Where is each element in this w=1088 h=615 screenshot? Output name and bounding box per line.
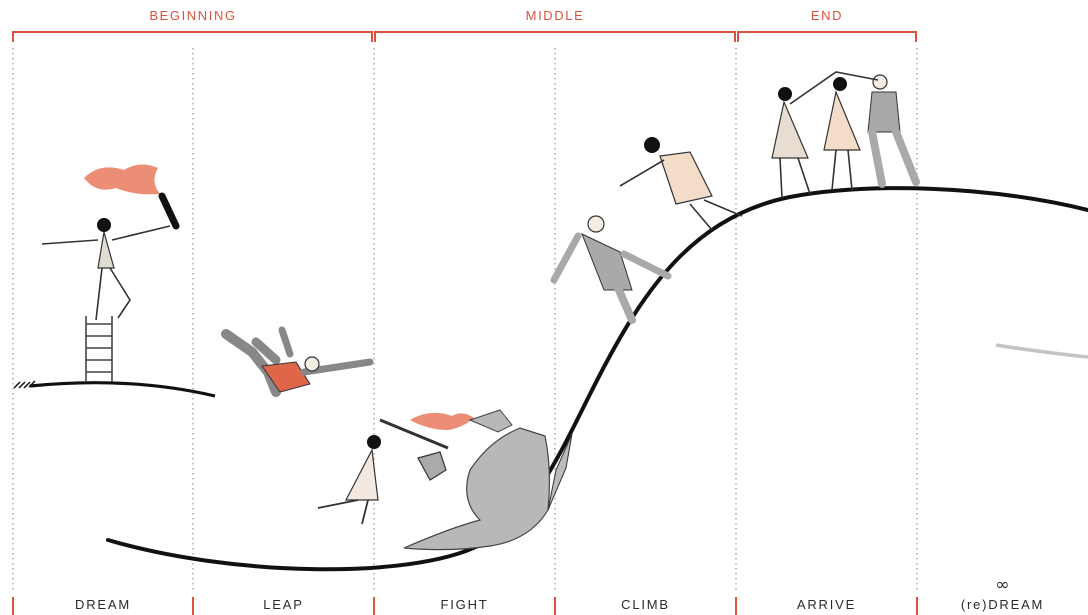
dragon-fire-icon (410, 412, 474, 430)
arrive-figure-illustration (771, 71, 920, 199)
column-guides (12, 48, 918, 593)
bracket-end (737, 31, 917, 42)
story-arc-curve (106, 186, 1088, 572)
stage-label-climb: CLIMB (621, 597, 670, 612)
stage-label-redream: (re)DREAM (960, 597, 1045, 612)
dream-figure-illustration (41, 164, 180, 382)
climb-figure-illustration (550, 137, 743, 324)
bracket-beginning (12, 31, 373, 42)
dream-hill-curve (29, 381, 216, 398)
hatch-marks (13, 380, 36, 389)
stage-label-fight: FIGHT (440, 597, 489, 612)
stage-label-arrive: ARRIVE (796, 597, 857, 612)
phase-label-beginning: BEGINNING (149, 8, 237, 23)
stage-label-leap: LEAP (263, 597, 304, 612)
phase-label-middle: MIDDLE (525, 8, 585, 23)
dragon-icon (403, 427, 551, 551)
phase-brackets (12, 31, 917, 42)
infinity-icon: ∞ (995, 575, 1010, 595)
bracket-middle (374, 31, 736, 42)
phase-label-end: END (810, 8, 844, 23)
flame-icon (84, 164, 160, 195)
stage-label-dream: DREAM (75, 597, 131, 612)
fight-figure-illustration (317, 409, 573, 551)
stage-separators (12, 597, 918, 615)
next-arc-curve (995, 343, 1088, 359)
ladder-icon (85, 316, 113, 382)
leap-figure-illustration (221, 326, 374, 397)
